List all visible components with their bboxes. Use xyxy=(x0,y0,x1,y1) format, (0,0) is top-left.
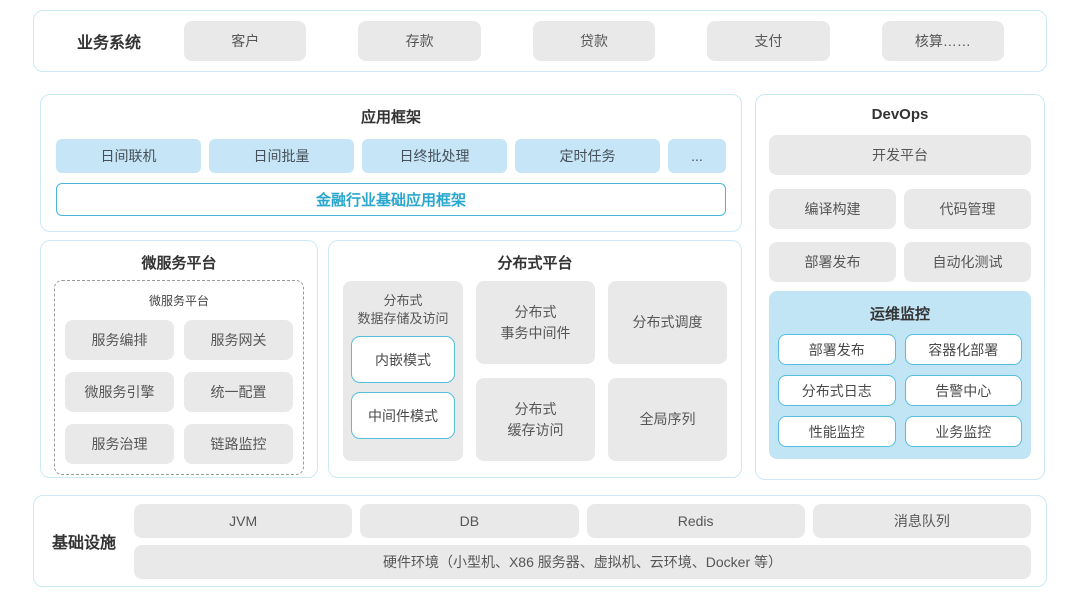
distributed-platform-panel: 分布式平台 分布式 数据存储及访问 内嵌模式 中间件模式 分布式 事务中间件 分… xyxy=(328,240,742,478)
micro-item-governance: 服务治理 xyxy=(65,424,174,464)
monitor-item-deploy: 部署发布 xyxy=(778,334,896,365)
micro-item-unified-config: 统一配置 xyxy=(184,372,293,412)
devops-panel: DevOps 开发平台 编译构建 代码管理 部署发布 自动化测试 运维监控 部署… xyxy=(755,94,1045,480)
business-item-payment: 支付 xyxy=(707,21,830,61)
devops-item-code-mgmt: 代码管理 xyxy=(904,189,1031,229)
distributed-columns: 分布式 数据存储及访问 内嵌模式 中间件模式 分布式 事务中间件 分布式 缓存访… xyxy=(343,281,727,461)
appfw-item-scheduled-task: 定时任务 xyxy=(515,139,660,173)
ops-monitoring-title: 运维监控 xyxy=(869,306,930,323)
microservice-platform-title: 微服务平台 xyxy=(141,255,217,272)
infra-item-redis: Redis xyxy=(586,503,805,538)
devops-title: DevOps xyxy=(871,106,929,123)
monitor-item-dist-log: 分布式日志 xyxy=(778,375,896,406)
devops-item-deploy: 部署发布 xyxy=(769,242,896,282)
business-item-accounting: 核算…… xyxy=(881,21,1005,61)
storage-mode-middleware: 中间件模式 xyxy=(351,392,455,440)
base-application-framework-bar: 金融行业基础应用框架 xyxy=(56,183,726,216)
infra-hardware-environment-bar: 硬件环境（小型机、X86 服务器、虚拟机、云环境、Docker 等） xyxy=(134,544,1031,579)
monitor-item-perf-monitor: 性能监控 xyxy=(778,416,896,447)
distributed-storage-box: 分布式 数据存储及访问 内嵌模式 中间件模式 xyxy=(343,281,463,461)
infrastructure-boxes: JVM DB Redis 消息队列 xyxy=(134,503,1031,538)
appfw-item-daytime-online: 日间联机 xyxy=(56,139,201,173)
microservice-inner-title: 微服务平台 xyxy=(148,294,209,308)
dist-item-cache-access: 分布式 缓存访问 xyxy=(476,378,595,461)
ops-monitoring-boxes: 部署发布 容器化部署 分布式日志 告警中心 性能监控 业务监控 xyxy=(778,334,1022,447)
micro-item-engine: 微服务引擎 xyxy=(65,372,174,412)
distributed-storage-title: 分布式 数据存储及访问 xyxy=(357,293,449,326)
microservice-inner-box: 微服务平台 服务编排 服务网关 微服务引擎 统一配置 服务治理 链路监控 xyxy=(54,280,304,475)
dist-item-scheduling: 分布式调度 xyxy=(608,281,727,364)
business-item-loan: 贷款 xyxy=(532,21,656,61)
appfw-item-more: ... xyxy=(668,139,726,173)
devops-item-auto-test: 自动化测试 xyxy=(904,242,1031,282)
microservice-boxes: 服务编排 服务网关 微服务引擎 统一配置 服务治理 链路监控 xyxy=(65,320,293,464)
business-systems-boxes: 客户 存款 贷款 支付 核算…… xyxy=(184,21,1005,61)
distributed-column-3: 分布式调度 全局序列 xyxy=(608,281,727,461)
infrastructure-label: 基础设施 xyxy=(51,535,116,552)
monitor-item-container-deploy: 容器化部署 xyxy=(904,334,1022,365)
devops-item-build: 编译构建 xyxy=(769,189,896,229)
dist-item-global-sequence: 全局序列 xyxy=(608,378,727,461)
storage-mode-embedded: 内嵌模式 xyxy=(351,336,455,384)
business-systems-panel: 业务系统 客户 存款 贷款 支付 核算…… xyxy=(33,10,1047,72)
micro-item-orchestration: 服务编排 xyxy=(65,320,174,360)
ops-monitoring-panel: 运维监控 部署发布 容器化部署 分布式日志 告警中心 性能监控 业务监控 xyxy=(769,291,1031,459)
appfw-item-daytime-batch: 日间批量 xyxy=(209,139,354,173)
monitor-item-alert-center: 告警中心 xyxy=(904,375,1022,406)
infra-item-jvm: JVM xyxy=(134,503,353,538)
infra-item-message-queue: 消息队列 xyxy=(812,503,1031,538)
distributed-column-2: 分布式 事务中间件 分布式 缓存访问 xyxy=(476,281,595,461)
monitor-item-biz-monitor: 业务监控 xyxy=(904,416,1022,447)
app-framework-title: 应用框架 xyxy=(360,109,421,126)
devops-dev-platform: 开发平台 xyxy=(769,135,1031,175)
micro-item-trace-monitor: 链路监控 xyxy=(184,424,293,464)
devops-boxes: 编译构建 代码管理 部署发布 自动化测试 xyxy=(769,189,1031,282)
business-item-deposit: 存款 xyxy=(358,21,481,61)
app-framework-boxes: 日间联机 日间批量 日终批处理 定时任务 ... xyxy=(56,139,726,173)
infrastructure-panel: 基础设施 JVM DB Redis 消息队列 硬件环境（小型机、X86 服务器、… xyxy=(33,495,1047,587)
dist-item-transaction-middleware: 分布式 事务中间件 xyxy=(476,281,595,364)
appfw-item-eod-batch: 日终批处理 xyxy=(362,139,507,173)
business-item-customer: 客户 xyxy=(184,21,307,61)
microservice-platform-panel: 微服务平台 微服务平台 服务编排 服务网关 微服务引擎 统一配置 服务治理 链路… xyxy=(40,240,318,478)
distributed-platform-title: 分布式平台 xyxy=(497,255,573,272)
infrastructure-content: JVM DB Redis 消息队列 硬件环境（小型机、X86 服务器、虚拟机、云… xyxy=(134,503,1031,579)
infra-item-db: DB xyxy=(360,503,579,538)
business-systems-label: 业务系统 xyxy=(76,35,141,52)
app-framework-panel: 应用框架 日间联机 日间批量 日终批处理 定时任务 ... 金融行业基础应用框架 xyxy=(40,94,742,232)
micro-item-gateway: 服务网关 xyxy=(184,320,293,360)
